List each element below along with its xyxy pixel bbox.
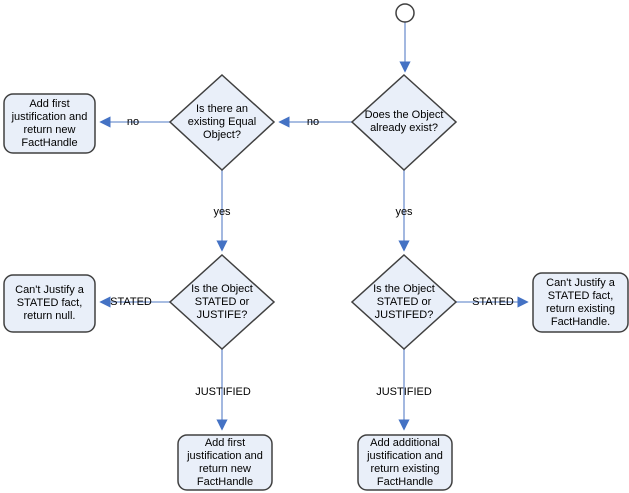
diamond-does-object-exist <box>350 73 458 172</box>
rect-cant-justify-existing <box>532 272 629 333</box>
diamond-existing-equal-object <box>168 73 276 172</box>
rect-add-first-top <box>3 93 96 154</box>
rect-cant-justify-null <box>3 274 96 333</box>
rect-add-additional <box>357 434 453 491</box>
start-node <box>395 3 415 23</box>
diamond-stated-or-justifed <box>350 253 458 351</box>
diamond-stated-or-justife <box>168 253 276 351</box>
rect-add-first-bottom <box>177 434 273 491</box>
